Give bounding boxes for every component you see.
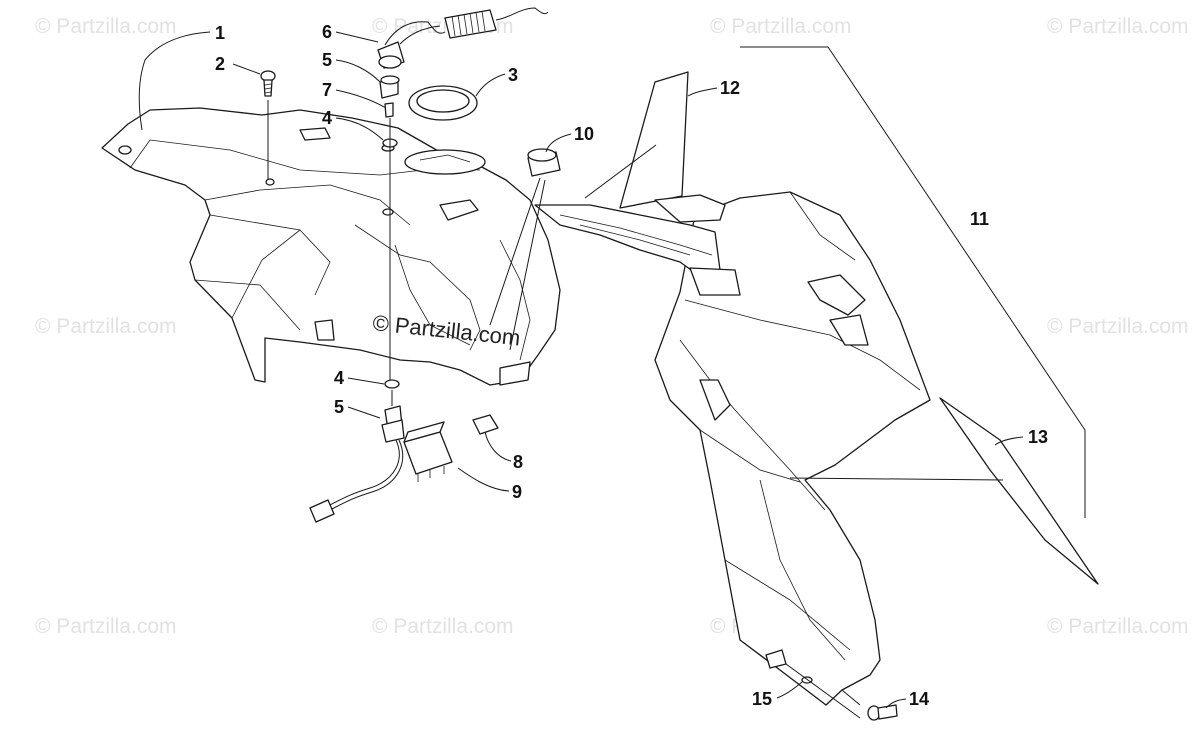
- callout-labels: 1 2 3 4 4 5 5 6 7 8 9 10 11 12 13 14 15: [215, 22, 1048, 709]
- callout-12: 12: [720, 78, 740, 98]
- watermark-text: © Partzilla.com: [35, 15, 177, 38]
- callout-5-top: 5: [322, 50, 332, 70]
- part-2-screw: [260, 70, 276, 97]
- part-1-console-housing: [101, 107, 561, 386]
- watermark-text: © Partzilla.com: [1047, 15, 1189, 38]
- part-14-screw: [867, 704, 898, 721]
- callout-8: 8: [513, 452, 523, 472]
- callout-3: 3: [508, 65, 518, 85]
- callout-4-top: 4: [322, 108, 332, 128]
- part-6-cap-tether: [377, 7, 549, 69]
- watermark-text: © Partzilla.com: [372, 615, 514, 638]
- part-10-bushing: [527, 148, 561, 177]
- callout-10: 10: [574, 124, 594, 144]
- part-3-ring-gasket: [408, 85, 478, 121]
- callout-11: 11: [970, 209, 989, 229]
- part-5-sensor-cable: [309, 405, 405, 523]
- callout-15: 15: [752, 689, 772, 709]
- callout-13: 13: [1028, 427, 1048, 447]
- part-13-decal-lower: [939, 397, 1099, 585]
- part-8-clip: [472, 414, 499, 435]
- watermark-text: © Partzilla.com: [35, 615, 177, 638]
- callout-1: 1: [215, 23, 225, 43]
- watermark-text: © Partzilla.com: [710, 15, 852, 38]
- watermark-text: © Partzilla.com: [1047, 315, 1189, 338]
- part-4-washer-bottom: [384, 379, 400, 389]
- part-9-relay: [403, 421, 453, 482]
- callout-6: 6: [322, 22, 332, 42]
- part-5-grommet-top: [379, 75, 400, 99]
- leader-lines: [138, 31, 1086, 719]
- callout-7: 7: [322, 80, 332, 100]
- watermark-text: © Partzilla.com: [35, 315, 177, 338]
- part-12-decal-upper: [619, 71, 689, 209]
- fairing-bridge: [534, 194, 741, 296]
- part-7-fitting: [384, 102, 394, 118]
- watermark-text: © Partzilla.com: [1047, 615, 1189, 638]
- callout-14: 14: [909, 689, 929, 709]
- part-11-side-panel: [654, 191, 931, 706]
- callout-9: 9: [512, 482, 522, 502]
- callout-4-bottom: 4: [334, 368, 344, 388]
- callout-5-bottom: 5: [334, 397, 344, 417]
- callout-2: 2: [215, 54, 225, 74]
